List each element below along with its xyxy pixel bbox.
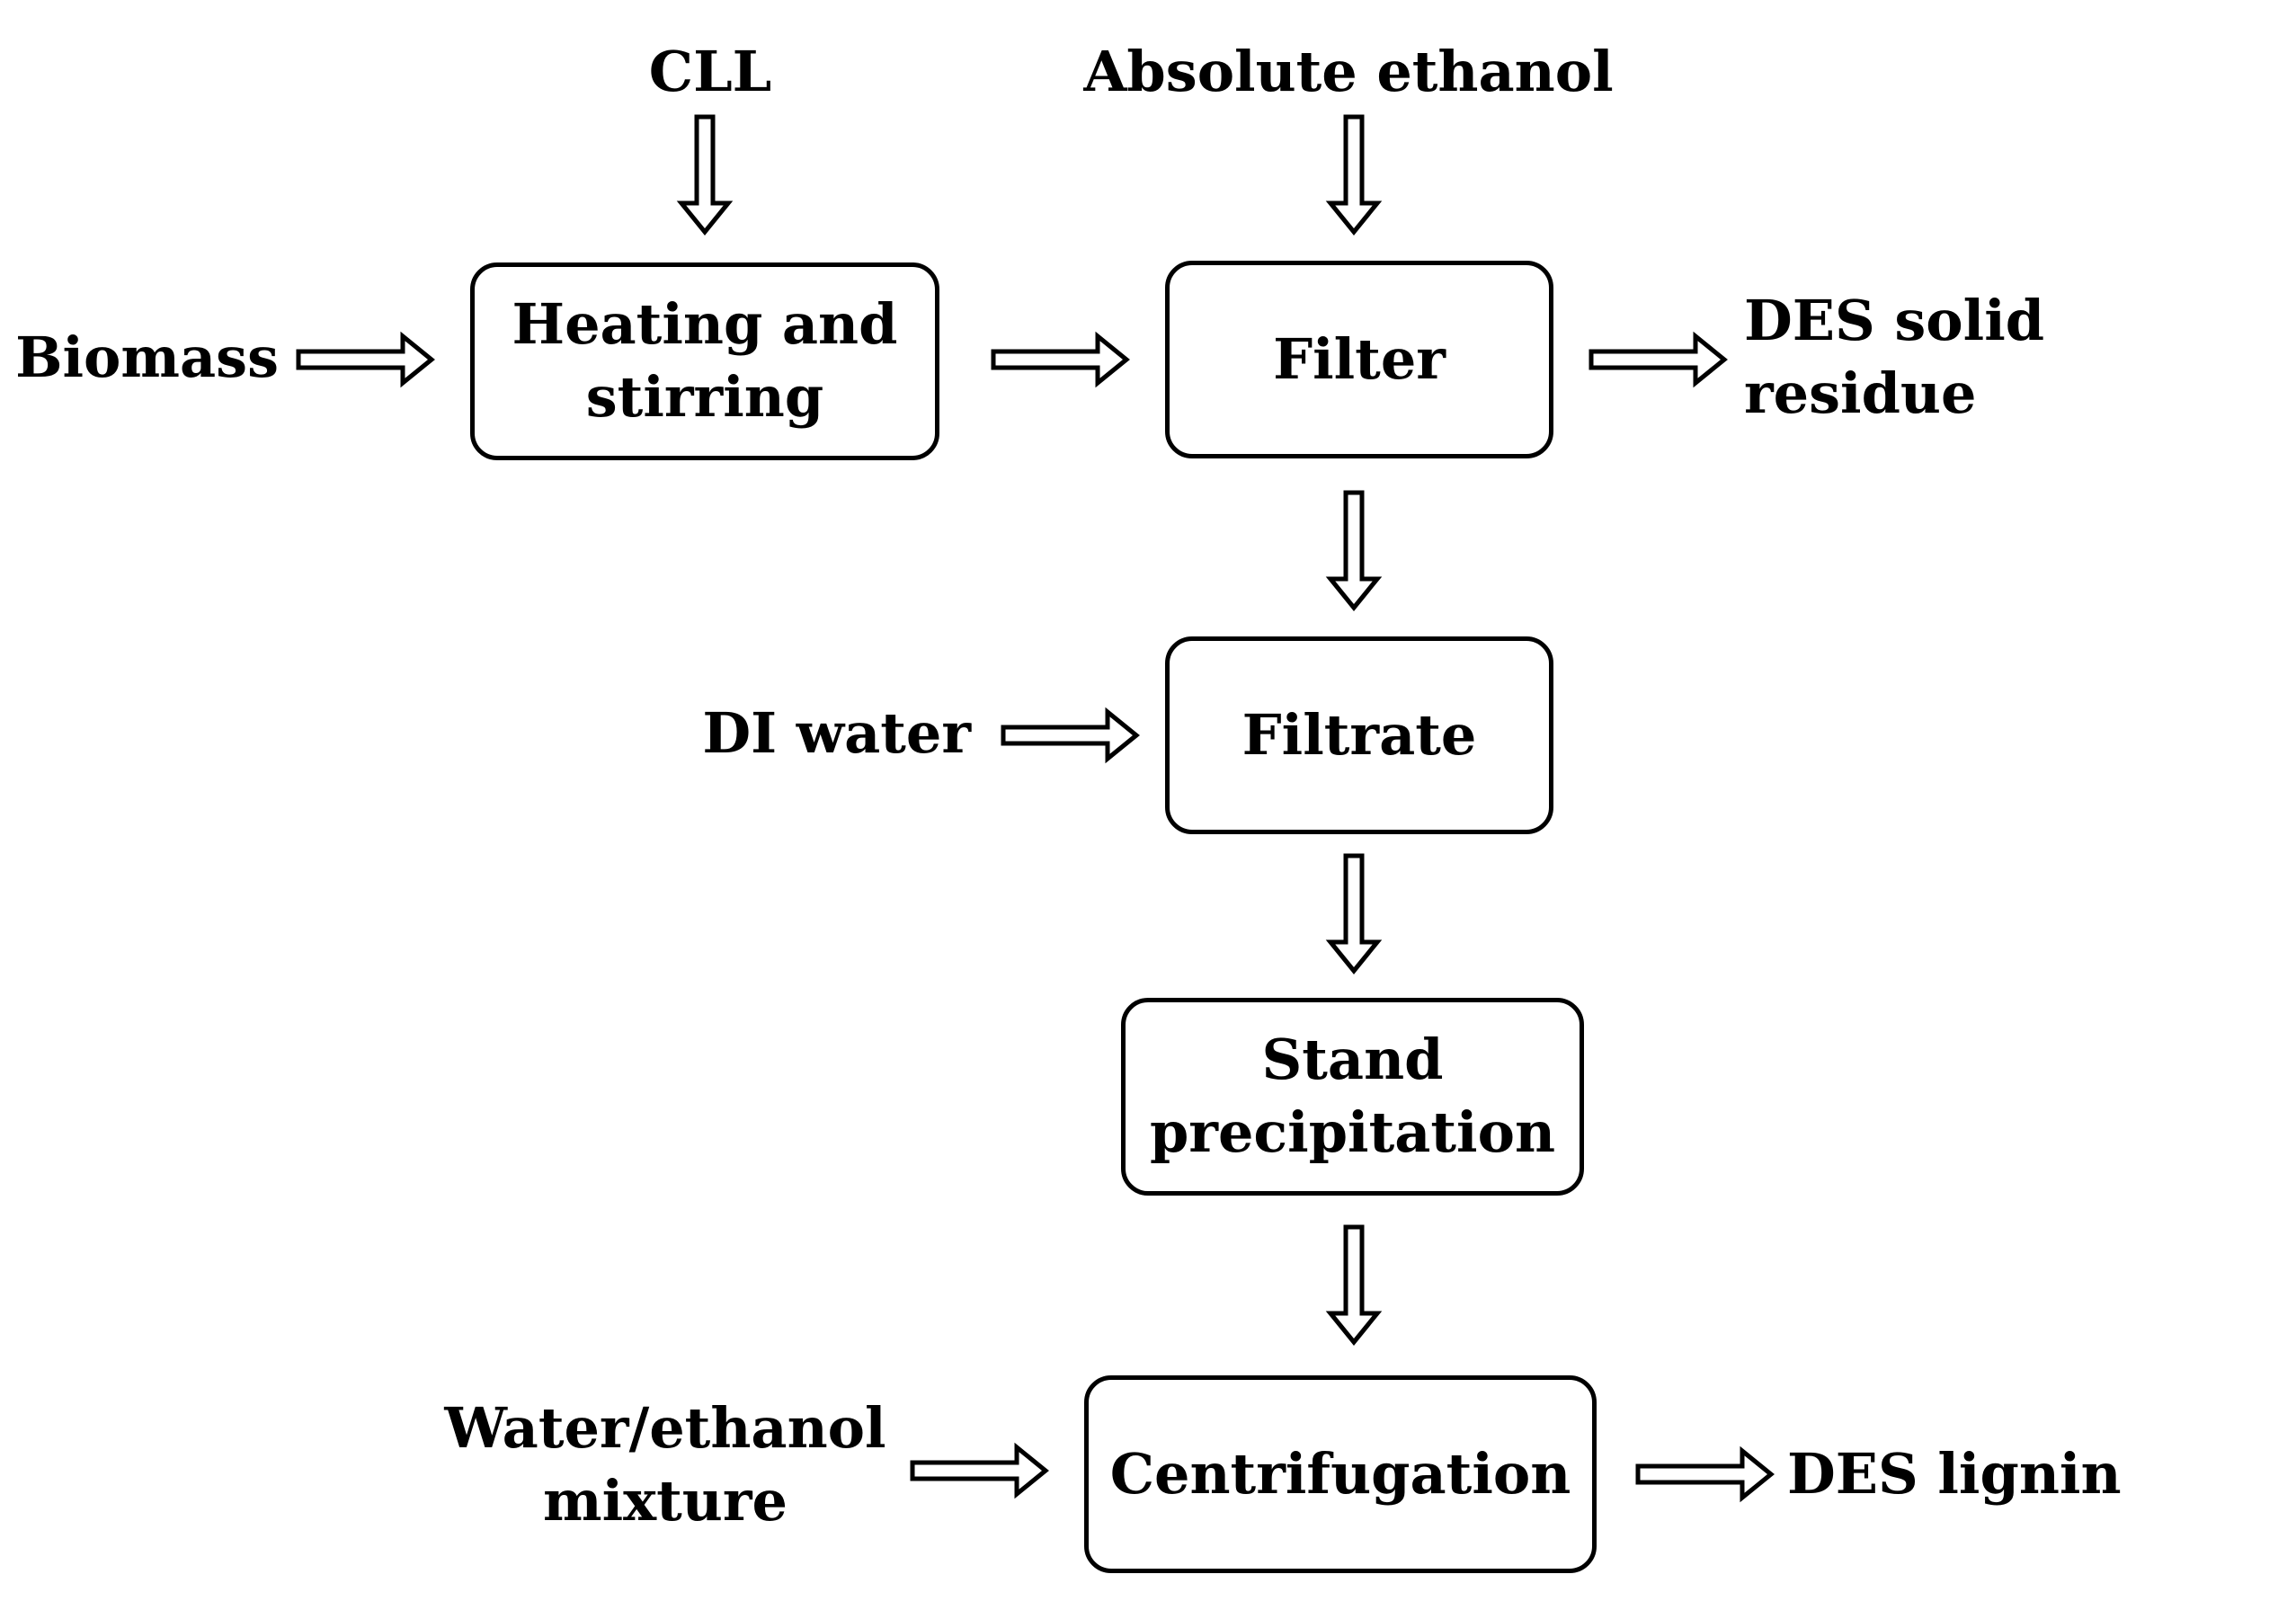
input-label-biomass: Biomass: [15, 324, 279, 390]
arrow-biomass-to-heating: [296, 331, 435, 388]
input-label-di-water: DI water: [702, 699, 971, 766]
process-box-filtrate: Filtrate: [1165, 636, 1553, 834]
arrow-stand-to-centrifugation: [1325, 1224, 1383, 1346]
process-label-filtrate: Filtrate: [1241, 701, 1477, 768]
input-label-cll: CLL: [648, 38, 772, 104]
process-box-stand-precipitation: Stand precipitation: [1121, 998, 1584, 1196]
process-box-centrifugation: Centrifugation: [1084, 1375, 1597, 1573]
process-label-filter: Filter: [1273, 325, 1446, 392]
arrow-diwater-to-filtrate: [1001, 707, 1140, 764]
arrow-filter-to-residue: [1589, 331, 1728, 388]
input-label-water-ethanol-mixture: Water/ethanol mixture: [444, 1395, 886, 1534]
arrow-filter-to-filtrate: [1325, 490, 1383, 611]
arrow-ethanol-to-filter: [1325, 114, 1383, 236]
output-label-des-lignin: DES lignin: [1787, 1440, 2122, 1507]
process-box-filter: Filter: [1165, 261, 1553, 458]
arrow-centrifugation-to-lignin: [1635, 1445, 1775, 1503]
process-label-centrifugation: Centrifugation: [1109, 1440, 1571, 1507]
process-label-heating-stirring: Heating and stirring: [512, 291, 898, 430]
process-label-stand-precipitation: Stand precipitation: [1149, 1027, 1556, 1165]
input-label-absolute-ethanol: Absolute ethanol: [1083, 38, 1614, 104]
arrow-filtrate-to-stand: [1325, 853, 1383, 974]
arrow-heating-to-filter: [991, 331, 1130, 388]
output-label-des-solid-residue: DES solid residue: [1744, 288, 2045, 426]
process-box-heating-stirring: Heating and stirring: [470, 262, 939, 460]
arrow-waterethanol-to-centrifugation: [910, 1442, 1049, 1499]
arrow-cll-to-heating: [676, 114, 734, 236]
